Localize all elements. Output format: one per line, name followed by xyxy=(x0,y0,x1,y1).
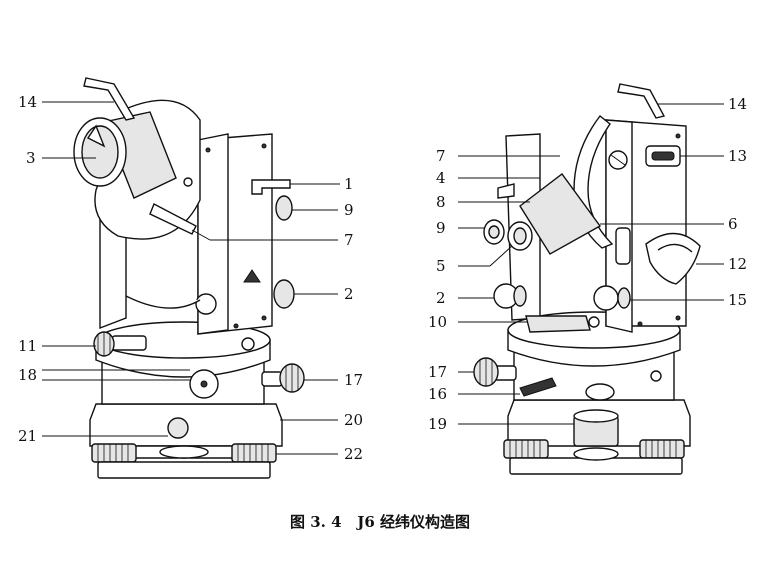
label-17-right: 17 xyxy=(428,363,447,381)
label-8: 8 xyxy=(436,193,446,211)
left-telescope-screw xyxy=(183,177,193,187)
left-small-screw xyxy=(241,337,255,351)
left-inner-arm xyxy=(125,295,201,309)
right-sight-tab xyxy=(497,183,515,199)
left-horizontal-clamp-17 xyxy=(261,363,305,393)
right-rivet-1 xyxy=(675,133,681,139)
right-foot-screw-left xyxy=(503,439,549,459)
left-tribrach-plate xyxy=(97,461,271,479)
right-horizontal-clamp-17 xyxy=(473,357,517,387)
right-telescope-body xyxy=(519,173,602,255)
label-1: 1 xyxy=(344,175,354,193)
right-reflector-mirror xyxy=(617,83,666,119)
right-housing-screw xyxy=(650,370,662,382)
left-knob-2 xyxy=(273,279,295,309)
left-rivet-4 xyxy=(233,323,239,329)
left-objective-mark xyxy=(86,124,106,148)
left-rivet-1 xyxy=(205,147,211,153)
label-14-left: 14 xyxy=(18,93,37,111)
label-6: 6 xyxy=(728,215,738,233)
left-bubble-level xyxy=(167,417,189,439)
label-9-left: 9 xyxy=(344,201,354,219)
right-knob-15 xyxy=(593,285,619,311)
left-repeating-knob-center xyxy=(200,380,208,388)
label-10: 10 xyxy=(428,313,447,331)
leader-5-b xyxy=(489,245,513,267)
label-5: 5 xyxy=(436,257,446,275)
label-4: 4 xyxy=(436,169,446,187)
label-9-right: 9 xyxy=(436,219,446,237)
left-theodolite xyxy=(73,77,305,479)
label-18: 18 xyxy=(18,366,37,384)
right-plummet-top xyxy=(573,409,619,423)
label-14-right: 14 xyxy=(728,95,747,113)
right-microscope-inner xyxy=(488,225,500,239)
right-leaders xyxy=(458,103,724,425)
label-17-left: 17 xyxy=(344,371,363,389)
label-20: 20 xyxy=(344,411,363,429)
label-2-right: 2 xyxy=(436,289,446,307)
left-vertical-knob xyxy=(195,293,217,315)
figure-caption: 图 3. 4 J6 经纬仪构造图 xyxy=(290,513,470,531)
right-focus-knob-detail xyxy=(657,243,693,253)
label-11: 11 xyxy=(18,337,37,355)
label-19: 19 xyxy=(428,415,447,433)
label-3: 3 xyxy=(26,149,36,167)
left-knob-9 xyxy=(275,195,293,221)
left-clamp-lever xyxy=(149,203,197,235)
label-2-left: 2 xyxy=(344,285,354,303)
leader-7-left-a xyxy=(191,229,211,241)
left-foot-screw-left xyxy=(91,443,137,463)
left-index-bracket xyxy=(251,179,291,195)
label-15: 15 xyxy=(728,291,747,309)
left-arrow-mark xyxy=(243,269,261,283)
label-16: 16 xyxy=(428,385,447,403)
right-knob-15-rim xyxy=(617,287,631,309)
right-vertical-index xyxy=(615,227,631,265)
right-eyepiece-inner xyxy=(513,227,527,245)
label-21: 21 xyxy=(18,427,37,445)
right-focus-knob-12 xyxy=(645,232,701,285)
right-standard-side xyxy=(605,119,633,333)
right-cover-screw-slot xyxy=(610,154,626,166)
left-labels: 14 3 1 9 7 2 11 18 17 20 21 22 xyxy=(18,93,363,463)
right-labels: 7 4 8 9 5 2 10 17 16 19 14 13 6 12 15 xyxy=(428,95,747,433)
right-lever-16 xyxy=(519,377,557,397)
right-rivet-3 xyxy=(637,321,643,327)
left-tangent-screw-11 xyxy=(93,331,147,357)
right-theodolite xyxy=(473,83,701,475)
right-plummet-base xyxy=(573,447,619,461)
left-standard-side xyxy=(197,133,229,335)
left-objective-lens xyxy=(81,125,119,179)
label-7-left: 7 xyxy=(344,231,354,249)
left-reflector-mirror xyxy=(83,77,136,121)
right-housing-lug xyxy=(585,383,615,401)
right-foot-screw-right xyxy=(639,439,685,459)
label-22: 22 xyxy=(344,445,363,463)
label-13: 13 xyxy=(728,147,747,165)
right-reading-window-glass xyxy=(651,151,675,161)
label-7-right: 7 xyxy=(436,147,446,165)
right-knob-2-rim xyxy=(513,285,527,307)
left-rivet-2 xyxy=(261,143,267,149)
right-level-screw xyxy=(588,316,600,328)
label-12: 12 xyxy=(728,255,747,273)
left-leaders xyxy=(42,101,340,455)
left-foot-screw-right xyxy=(231,443,277,463)
right-rivet-2 xyxy=(675,315,681,321)
right-plate-level xyxy=(525,315,591,333)
left-rivet-3 xyxy=(261,315,267,321)
left-center-mount xyxy=(159,445,209,459)
